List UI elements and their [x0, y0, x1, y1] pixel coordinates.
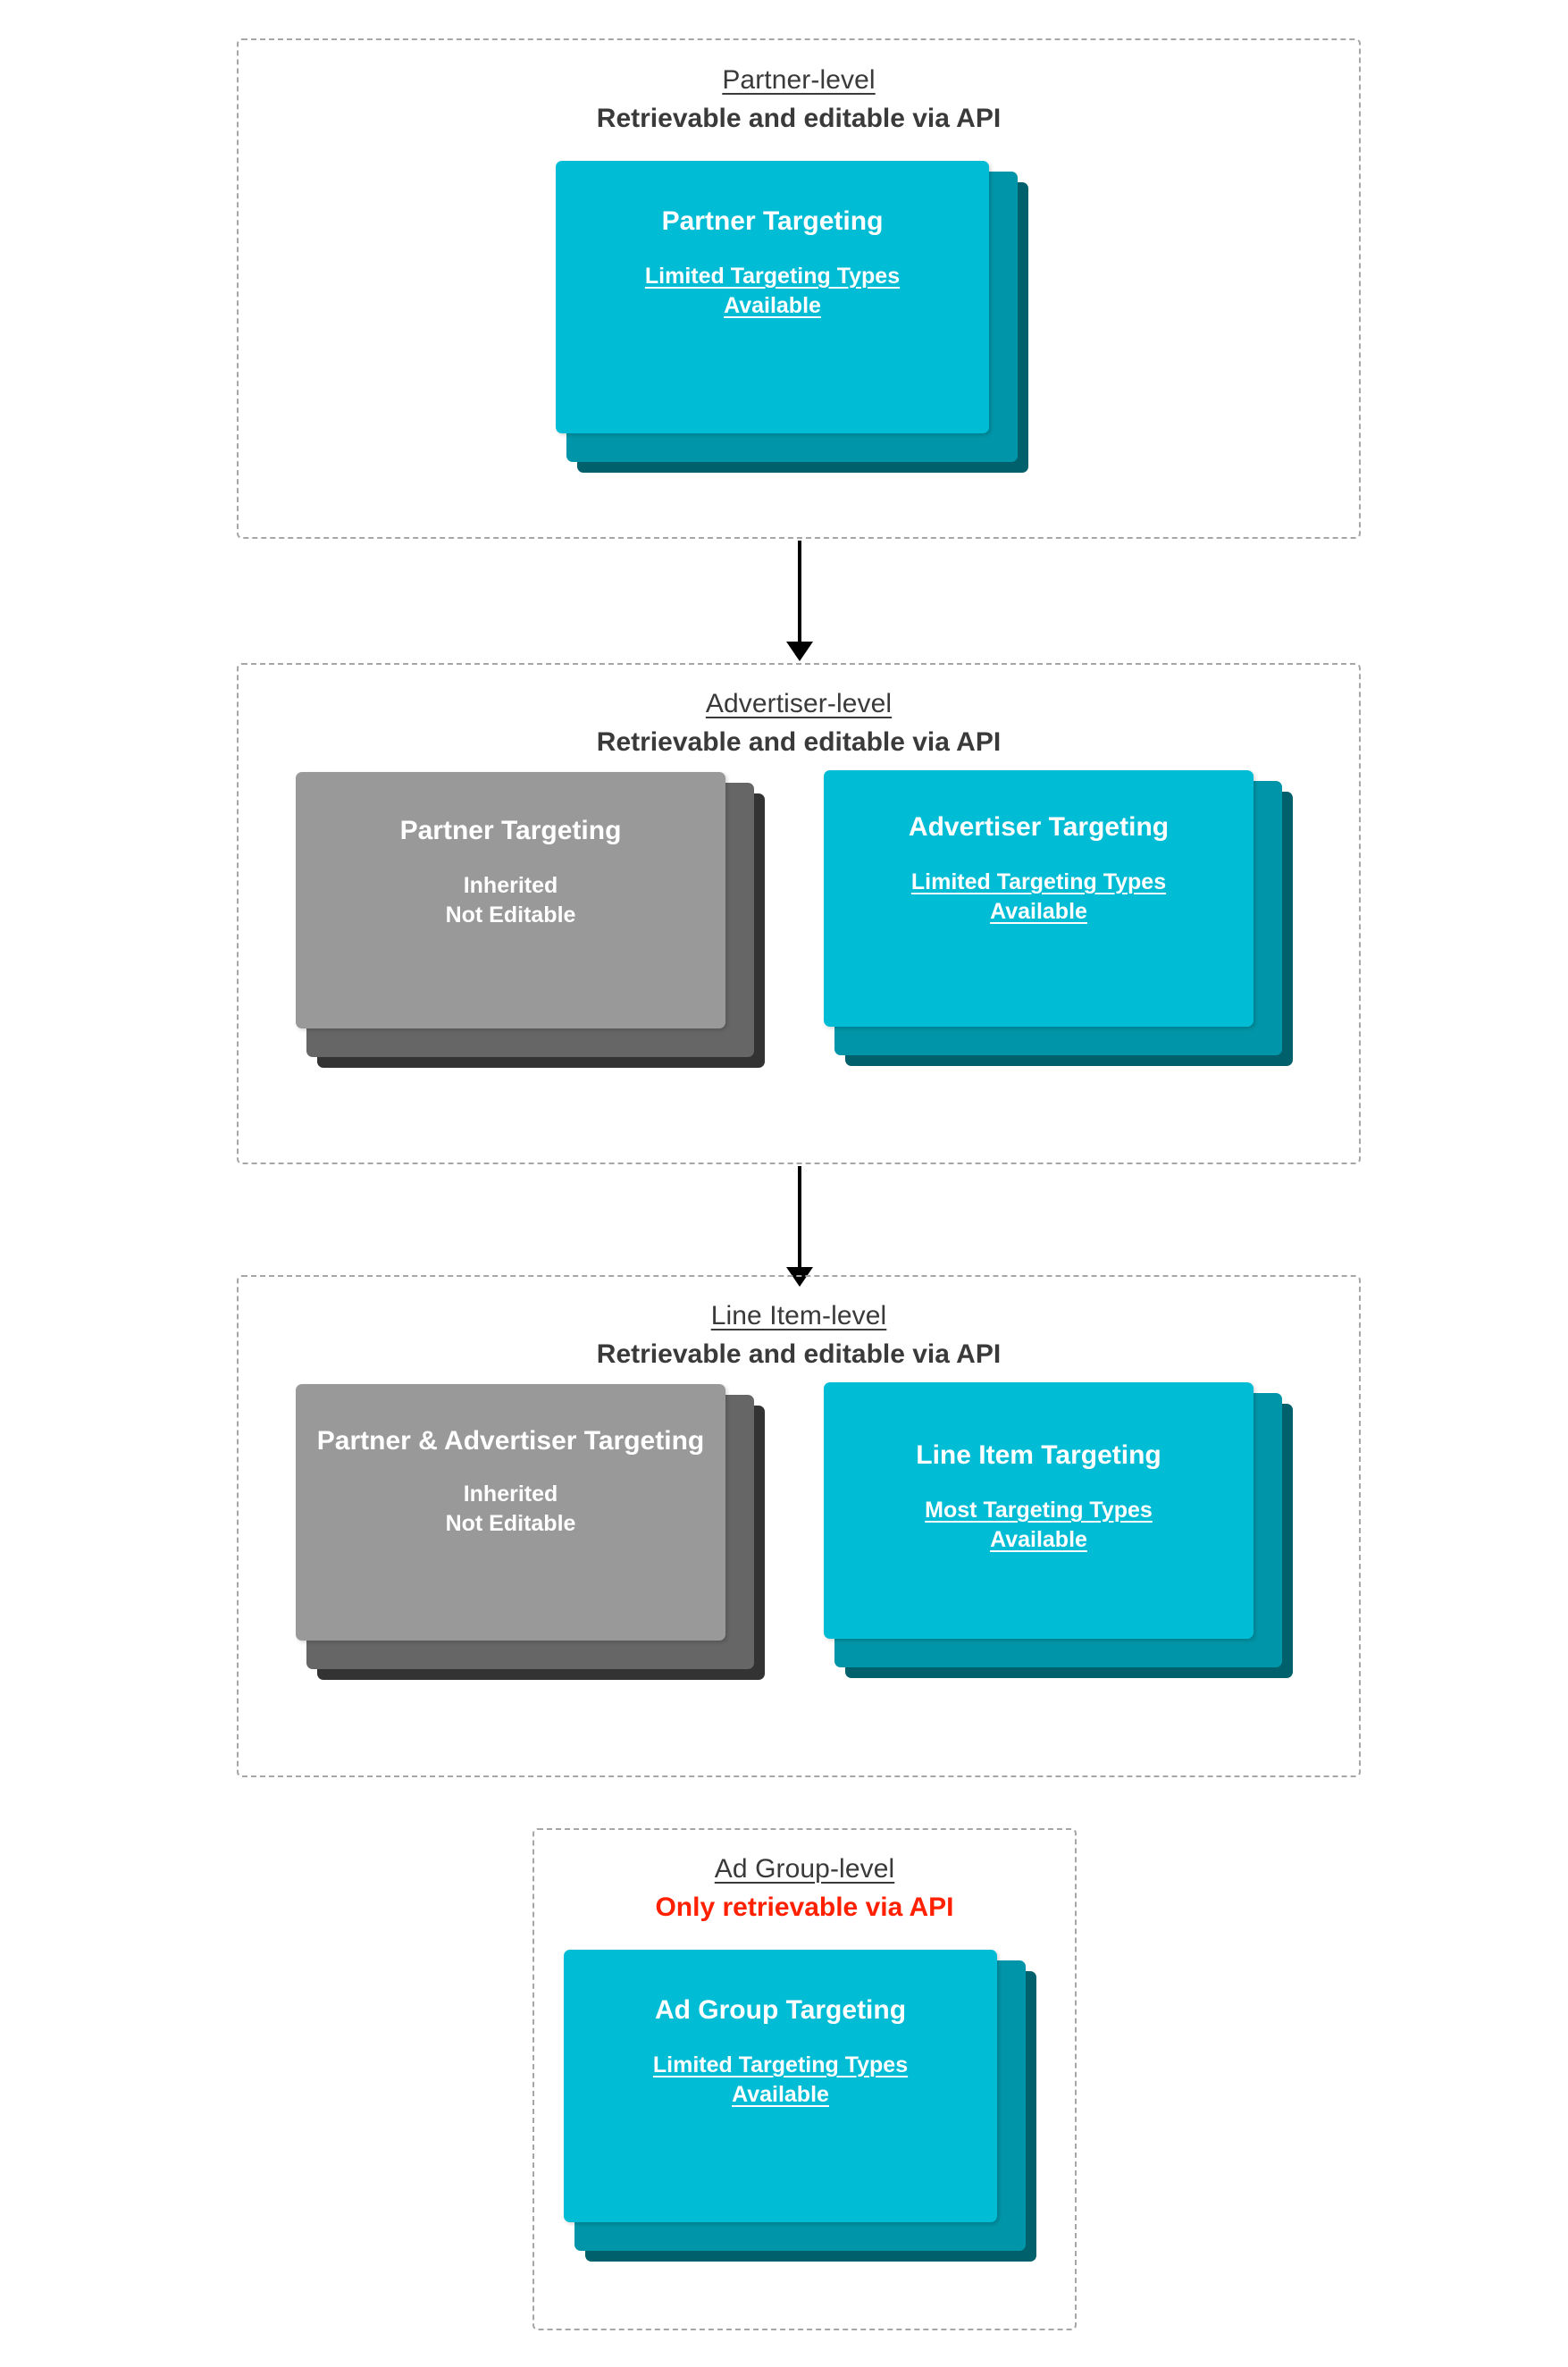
- card-subtitle-line1: Limited Targeting Types: [644, 264, 901, 289]
- card-face[interactable]: Advertiser Targeting Limited Targeting T…: [824, 770, 1254, 1027]
- card-subtitle-line1: Inherited: [463, 873, 558, 898]
- card-subtitle-line2: Available: [732, 2082, 829, 2107]
- card-subtitle-line2: Available: [724, 293, 821, 318]
- card-inherited-partner-advertiser-targeting[interactable]: Partner & Advertiser Targeting Inherited…: [296, 1384, 765, 1680]
- card-face[interactable]: Partner & Advertiser Targeting Inherited…: [296, 1384, 725, 1641]
- level-section-ad-group: Ad Group-level Only retrievable via API …: [532, 1828, 1077, 2330]
- card-subtitle-line2: Not Editable: [445, 902, 576, 927]
- level-heading-partner: Partner-level Retrievable and editable v…: [239, 63, 1359, 137]
- down-arrow-icon-shaft: [798, 541, 801, 646]
- down-arrow-icon-shaft: [798, 1166, 801, 1272]
- connector-advertiser-to-line-item: [764, 1166, 835, 1287]
- card-title: Partner Targeting: [661, 206, 884, 236]
- card-face[interactable]: Line Item Targeting Most Targeting Types…: [824, 1382, 1254, 1639]
- card-ad-group-targeting[interactable]: Ad Group Targeting Limited Targeting Typ…: [564, 1950, 1036, 2262]
- card-face[interactable]: Partner Targeting Limited Targeting Type…: [556, 161, 989, 433]
- level-title: Ad Group-level: [714, 1854, 895, 1884]
- level-heading-advertiser: Advertiser-level Retrievable and editabl…: [239, 687, 1359, 760]
- card-subtitle-line2: Not Editable: [445, 1511, 576, 1536]
- card-subtitle-line1: Limited Targeting Types: [652, 2052, 909, 2077]
- card-subtitle-line1: Limited Targeting Types: [910, 869, 1167, 894]
- card-subtitle-line2: Available: [990, 1527, 1087, 1552]
- card-title: Partner Targeting: [399, 816, 622, 845]
- card-advertiser-targeting[interactable]: Advertiser Targeting Limited Targeting T…: [824, 770, 1293, 1066]
- down-arrow-icon: [786, 1267, 813, 1287]
- level-heading-line-item: Line Item-level Retrievable and editable…: [239, 1299, 1359, 1372]
- card-title: Ad Group Targeting: [654, 1995, 907, 2025]
- card-line-item-targeting[interactable]: Line Item Targeting Most Targeting Types…: [824, 1382, 1293, 1678]
- card-subtitle-line2: Available: [990, 899, 1087, 924]
- card-title: Line Item Targeting: [916, 1440, 1161, 1470]
- card-face[interactable]: Partner Targeting Inherited Not Editable: [296, 772, 725, 1028]
- card-subtitle-line1: Most Targeting Types: [925, 1498, 1153, 1523]
- card-title: Advertiser Targeting: [908, 812, 1170, 842]
- level-subtitle: Retrievable and editable via API: [596, 1339, 1002, 1369]
- card-title: Partner & Advertiser Targeting: [316, 1426, 705, 1456]
- level-subtitle: Retrievable and editable via API: [596, 726, 1002, 757]
- level-section-line-item: Line Item-level Retrievable and editable…: [237, 1275, 1361, 1777]
- down-arrow-icon: [786, 642, 813, 661]
- card-face[interactable]: Ad Group Targeting Limited Targeting Typ…: [564, 1950, 997, 2222]
- level-title: Advertiser-level: [705, 689, 893, 718]
- level-subtitle: Only retrievable via API: [655, 1892, 954, 1922]
- card-subtitle-line1: Inherited: [463, 1481, 558, 1507]
- card-inherited-partner-targeting[interactable]: Partner Targeting Inherited Not Editable: [296, 772, 765, 1068]
- level-title: Partner-level: [722, 65, 876, 95]
- level-heading-ad-group: Ad Group-level Only retrievable via API: [534, 1852, 1075, 1926]
- level-section-partner: Partner-level Retrievable and editable v…: [237, 38, 1361, 539]
- level-subtitle: Retrievable and editable via API: [596, 103, 1002, 133]
- level-section-advertiser: Advertiser-level Retrievable and editabl…: [237, 663, 1361, 1164]
- card-partner-targeting[interactable]: Partner Targeting Limited Targeting Type…: [556, 161, 1028, 473]
- connector-partner-to-advertiser: [764, 541, 835, 661]
- level-title: Line Item-level: [710, 1301, 887, 1330]
